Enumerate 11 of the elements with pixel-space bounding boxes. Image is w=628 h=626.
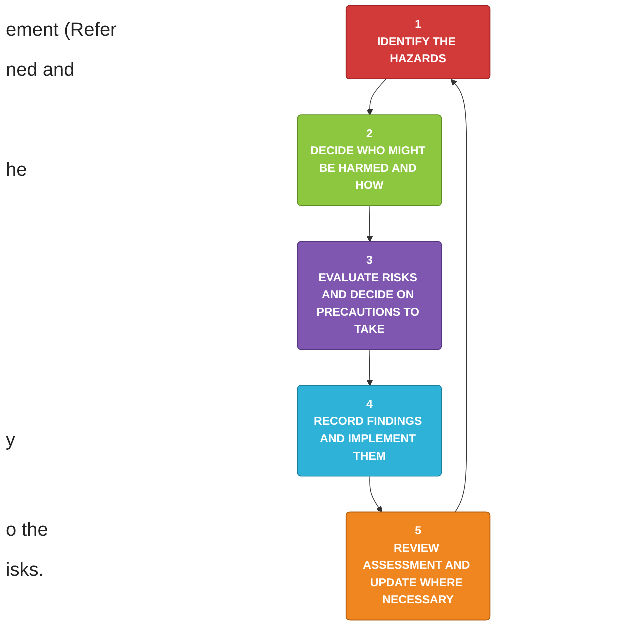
arrow <box>450 79 468 514</box>
arrow <box>366 206 374 242</box>
arrow <box>366 79 386 116</box>
text-fragment: y <box>6 430 16 452</box>
text-fragment: o the <box>6 520 48 542</box>
text-fragment: he <box>6 160 28 182</box>
arrow <box>366 350 374 386</box>
text-fragment: ement (Refer <box>6 20 117 42</box>
text-fragment: ned and <box>6 60 75 82</box>
text-fragment: isks. <box>6 560 44 582</box>
arrow <box>370 476 382 513</box>
